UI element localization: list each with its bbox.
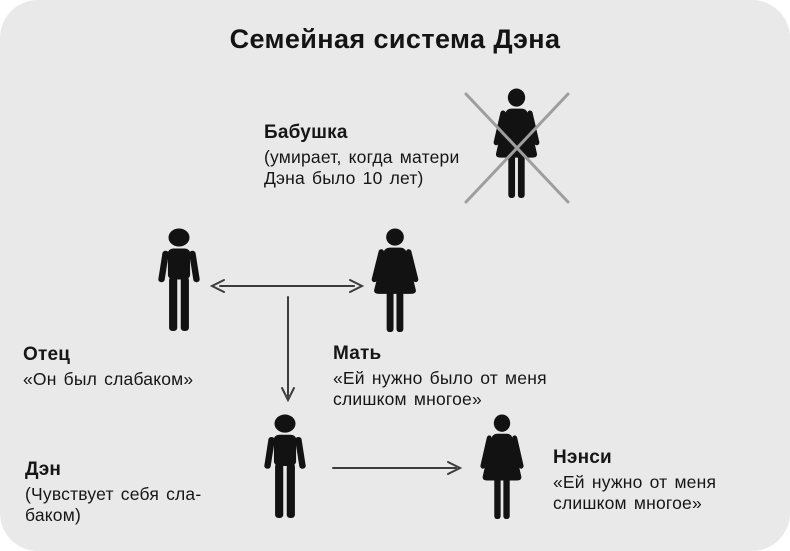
female-person-icon xyxy=(371,228,419,333)
father-name: Отец xyxy=(23,344,71,365)
father-mother-mutual-arrow xyxy=(209,279,365,293)
mother-name: Мать xyxy=(333,343,382,364)
father-quote: «Он был слабаком» xyxy=(23,369,194,389)
grandmother-figure xyxy=(490,88,543,199)
diagram-title: Семейная система Дэна xyxy=(229,24,561,54)
father-label: Отец «Он был слабаком» xyxy=(23,344,193,390)
dan-note-line1: (Чувствует себя сла- xyxy=(25,484,202,504)
grandmother-label: Бабушка (умирает, когда матери Дэна было… xyxy=(264,122,459,189)
mother-quote-line2: слишком многое» xyxy=(333,389,482,409)
male-person-icon xyxy=(264,414,306,518)
mother-figure xyxy=(368,228,422,333)
father-figure xyxy=(158,228,200,333)
dan-to-nancy-arrow xyxy=(332,461,463,475)
male-person-icon xyxy=(158,228,200,331)
nancy-figure xyxy=(477,414,527,520)
female-person-icon xyxy=(493,88,540,198)
mother-quote-line1: «Ей нужно было от меня xyxy=(333,368,547,388)
grandmother-note-line2: Дэна было 10 лет) xyxy=(264,168,424,188)
female-person-icon xyxy=(480,414,524,520)
dan-figure xyxy=(264,414,306,520)
nancy-quote-line1: «Ей нужно от меня xyxy=(553,472,717,492)
nancy-label: Нэнси «Ей нужно от меня слишком многое» xyxy=(553,447,716,514)
mother-label: Мать «Ей нужно было от меня слишком мног… xyxy=(333,343,547,410)
dan-label: Дэн (Чувствует себя сла- баком) xyxy=(25,459,201,526)
dan-note-line2: баком) xyxy=(25,505,81,525)
parents-to-dan-arrow xyxy=(281,296,295,403)
dan-name: Дэн xyxy=(25,459,62,480)
grandmother-note-line1: (умирает, когда матери xyxy=(264,147,460,167)
nancy-quote-line2: слишком многое» xyxy=(553,493,702,513)
nancy-name: Нэнси xyxy=(553,447,612,468)
grandmother-name: Бабушка xyxy=(264,122,348,143)
